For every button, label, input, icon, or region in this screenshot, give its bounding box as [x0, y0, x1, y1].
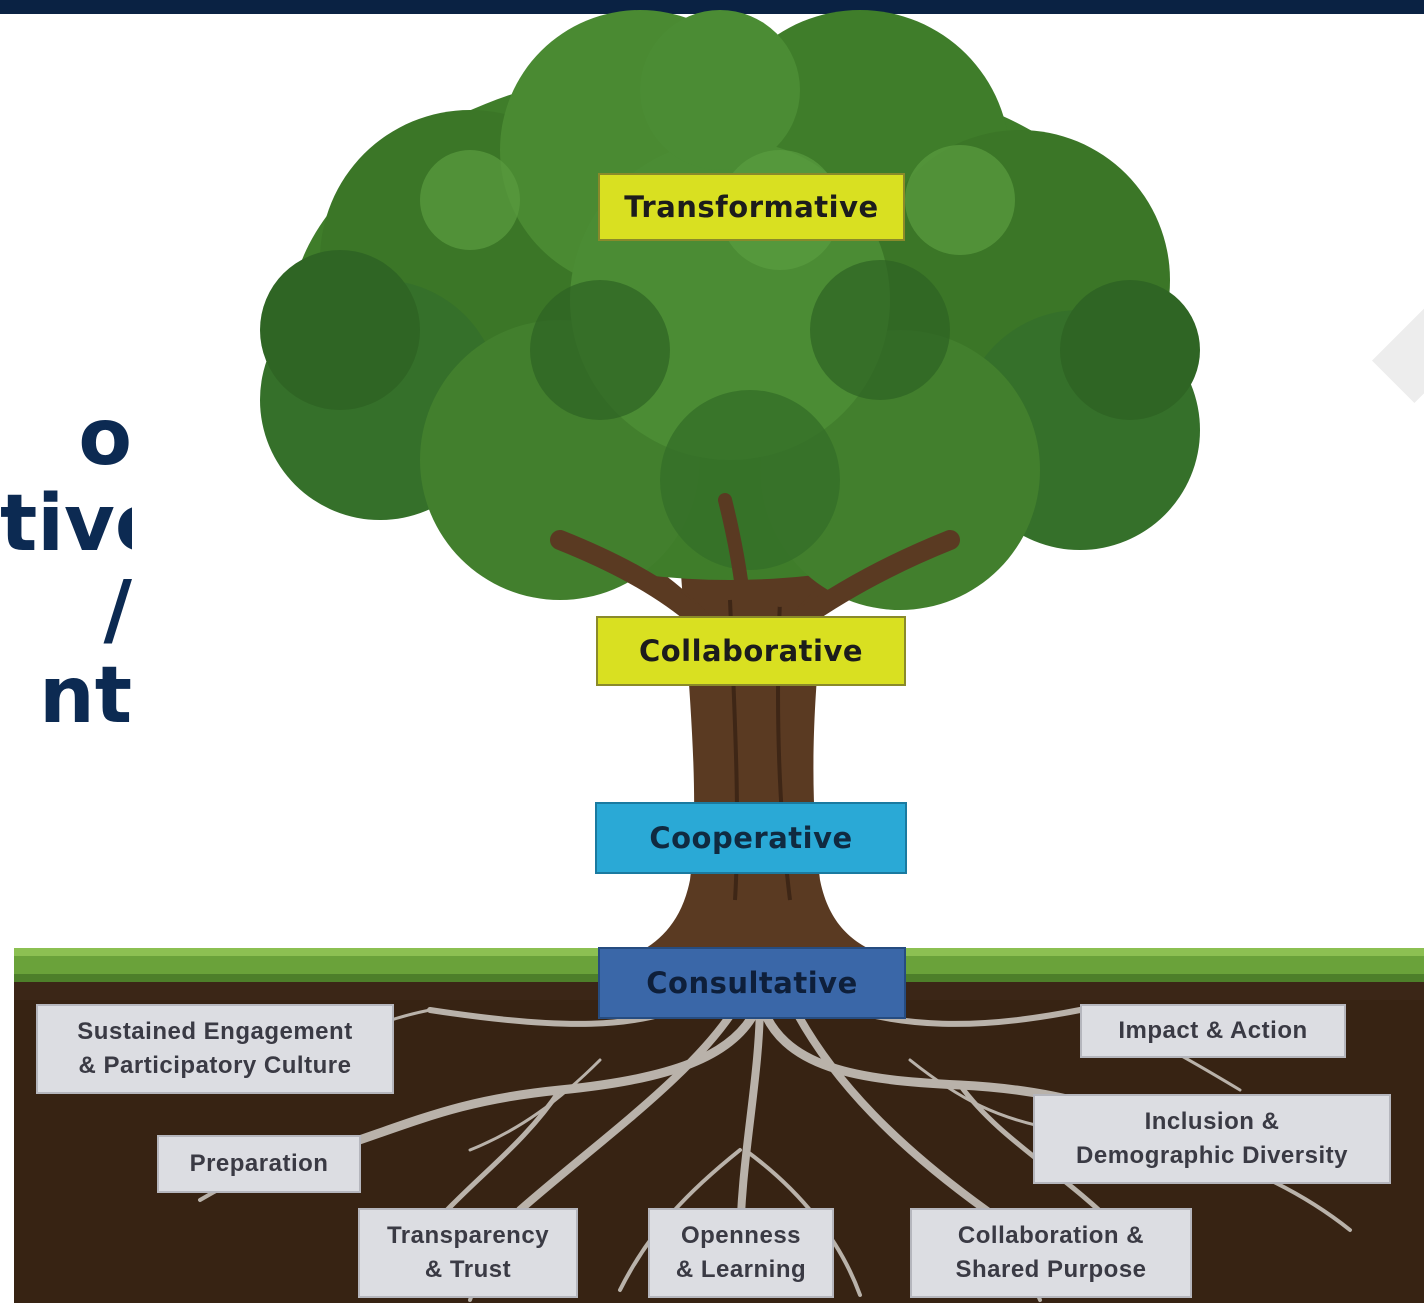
side-title-fragment: o tive / nt: [0, 395, 140, 739]
stage-consultative: Consultative: [598, 947, 906, 1019]
root-label-sustained-line-1: Sustained Engagement: [77, 1018, 353, 1045]
stage-cooperative: Cooperative: [595, 802, 907, 874]
root-label-openness-line-1: Openness: [680, 1222, 802, 1249]
root-label-transparency: Transparency & Trust: [358, 1208, 578, 1298]
header-bar: [0, 0, 1424, 14]
stage-collaborative: Collaborative: [596, 616, 906, 686]
root-label-inclusion: Inclusion & Demographic Diversity: [1033, 1094, 1391, 1184]
root-label-collaboration: Collaboration & Shared Purpose: [910, 1208, 1192, 1298]
root-label-transparency-line-1: Transparency: [386, 1222, 550, 1249]
root-label-preparation: Preparation: [157, 1135, 361, 1193]
root-label-sustained-line-2: & Participatory Culture: [78, 1052, 352, 1079]
root-label-openness-line-2: & Learning: [675, 1256, 807, 1283]
root-label-sustained-engagement: Sustained Engagement & Participatory Cul…: [36, 1004, 394, 1094]
root-label-impact: Impact & Action: [1080, 1004, 1346, 1058]
side-text-line-2: tive: [0, 481, 132, 567]
root-label-transparency-line-2: & Trust: [424, 1256, 512, 1283]
root-label-openness: Openness & Learning: [648, 1208, 834, 1298]
side-text-line-1: o: [78, 395, 132, 481]
root-label-collaboration-line-2: Shared Purpose: [955, 1256, 1147, 1283]
stage-transformative: Transformative: [598, 173, 905, 241]
root-label-inclusion-line-1: Inclusion &: [1144, 1108, 1280, 1135]
root-label-inclusion-line-2: Demographic Diversity: [1076, 1142, 1348, 1169]
root-label-collaboration-line-1: Collaboration &: [957, 1222, 1145, 1249]
side-text-line-3: /: [103, 567, 133, 653]
side-text-line-4: nt: [39, 653, 132, 739]
